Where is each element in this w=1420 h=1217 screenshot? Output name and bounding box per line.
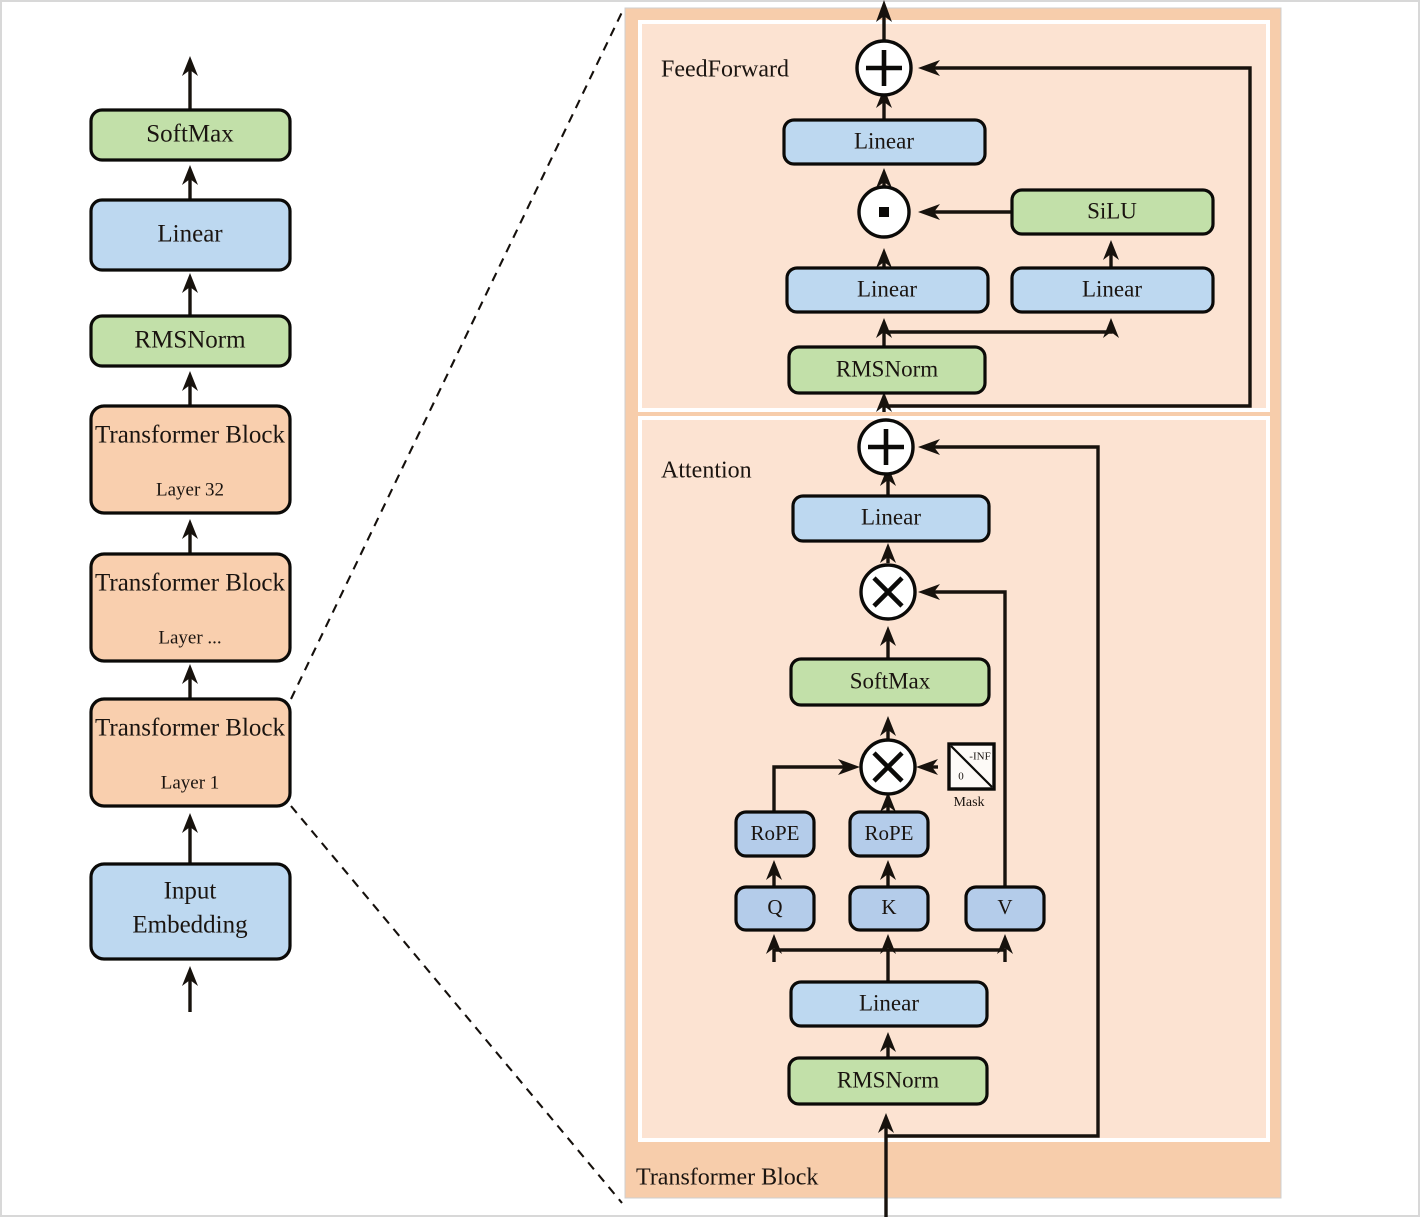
attn-node-add[interactable]	[857, 418, 915, 476]
ff-linear-gate-label: Linear	[857, 276, 917, 301]
stack-node-transformer-block-dots[interactable]: Transformer Block Layer ...	[89, 552, 292, 663]
attn-output-linear-label: Linear	[861, 504, 921, 529]
attn-node-qkv-linear[interactable]: Linear	[789, 980, 989, 1028]
attn-v-label: V	[997, 895, 1012, 919]
attn-node-softmax[interactable]: SoftMax	[789, 657, 991, 707]
zoom-connector-bottom	[290, 805, 623, 1204]
stack-node-input-embedding[interactable]: Input Embedding	[89, 862, 292, 961]
attn-node-rope-k[interactable]: RoPE	[848, 810, 930, 858]
ff-node-hadamard-product[interactable]	[857, 185, 911, 239]
ff-rmsnorm-label: RMSNorm	[836, 356, 938, 381]
attn-node-matmul-qk[interactable]	[859, 738, 917, 796]
feedforward-section-label: FeedForward	[661, 57, 789, 83]
stack-node-block32-label: Transformer Block	[95, 422, 286, 449]
zoom-connectors	[290, 7, 625, 1204]
stack-node-transformer-block-1[interactable]: Transformer Block Layer 1	[89, 697, 292, 808]
ff-linear-up-label: Linear	[1082, 276, 1142, 301]
stack-node-block32-sublabel: Layer 32	[156, 479, 224, 500]
attn-mask-lower-value: 0	[958, 771, 964, 783]
attn-q-label: Q	[767, 895, 782, 919]
arrow-block1-from-embedding	[182, 813, 198, 866]
stack-node-blockdots-label: Transformer Block	[95, 570, 286, 597]
stack-node-blockdots-sublabel: Layer ...	[158, 627, 221, 648]
detail-panel-caption: Transformer Block	[636, 1165, 818, 1191]
attn-rmsnorm-label: RMSNorm	[837, 1067, 939, 1092]
ff-node-rmsnorm[interactable]: RMSNorm	[787, 345, 987, 395]
ff-node-linear-up[interactable]: Linear	[1010, 266, 1215, 314]
arrow-blockdots-from-block1	[182, 664, 198, 701]
transformer-block-detail-panel: FeedForward Attention Transformer Block	[624, 0, 1282, 1217]
stack-node-transformer-block-32[interactable]: Transformer Block Layer 32	[89, 404, 292, 515]
attn-rope-k-label: RoPE	[864, 821, 913, 845]
stack-node-block1-label: Transformer Block	[95, 715, 286, 742]
attn-node-matmul-scores-values[interactable]	[859, 563, 917, 621]
model-stack: SoftMax Linear RMSNorm Transformer Blo	[89, 56, 292, 1012]
attn-node-v[interactable]: V	[964, 885, 1046, 932]
attn-k-label: K	[881, 895, 896, 919]
attn-node-output-linear[interactable]: Linear	[791, 494, 991, 543]
attn-mask-upper-value: -INF	[969, 751, 990, 763]
attn-node-rmsnorm[interactable]: RMSNorm	[787, 1056, 989, 1106]
stack-input-arrow	[182, 966, 198, 1012]
stack-node-block1-sublabel: Layer 1	[161, 772, 220, 793]
attn-softmax-label: SoftMax	[850, 668, 931, 693]
ff-silu-label: SiLU	[1087, 198, 1137, 223]
stack-node-rmsnorm[interactable]: RMSNorm	[89, 314, 292, 368]
stack-node-rmsnorm-label: RMSNorm	[134, 327, 246, 354]
stack-node-embedding-label-2: Embedding	[132, 912, 248, 939]
attention-section-label: Attention	[661, 458, 752, 484]
stack-node-softmax-label: SoftMax	[146, 121, 234, 148]
stack-output-arrow	[182, 56, 198, 110]
ff-linear-down-label: Linear	[854, 128, 914, 153]
arrow-rmsnorm-from-block32	[182, 371, 198, 408]
arrow-block32-from-blockdots	[182, 519, 198, 556]
ff-node-add[interactable]	[855, 39, 913, 97]
arrow-linear-from-rmsnorm	[182, 273, 198, 318]
zoom-connector-top	[290, 7, 625, 700]
attn-node-k[interactable]: K	[848, 885, 930, 932]
attn-node-rope-q[interactable]: RoPE	[734, 810, 816, 858]
attn-rope-q-label: RoPE	[750, 821, 799, 845]
attention-wires	[766, 439, 1100, 1217]
stack-node-linear-label: Linear	[157, 221, 223, 248]
attn-node-mask[interactable]: -INF 0 Mask	[947, 742, 996, 810]
attn-qkv-linear-label: Linear	[859, 990, 919, 1015]
ff-node-linear-gate[interactable]: Linear	[785, 266, 990, 314]
stack-node-linear[interactable]: Linear	[89, 198, 292, 272]
attn-node-q[interactable]: Q	[734, 885, 816, 932]
ff-node-linear-down[interactable]: Linear	[782, 118, 987, 166]
stack-node-softmax[interactable]: SoftMax	[89, 108, 292, 162]
ff-node-silu[interactable]: SiLU	[1010, 188, 1215, 236]
attn-mask-caption: Mask	[953, 795, 984, 810]
stack-node-embedding-label-1: Input	[164, 878, 217, 905]
